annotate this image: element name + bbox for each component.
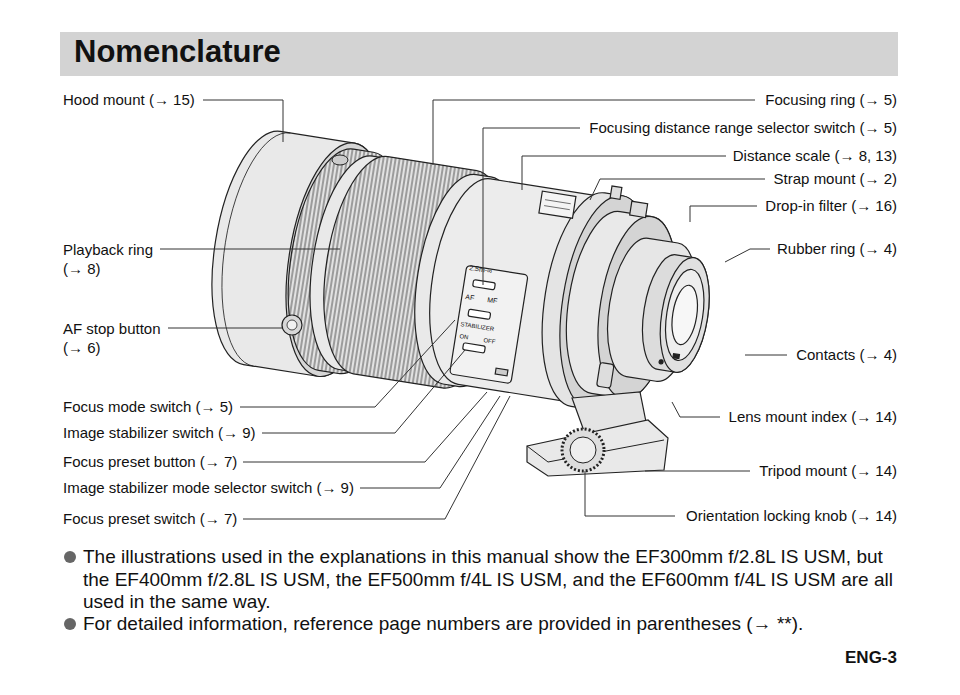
knob-center (570, 437, 596, 463)
leader-line (160, 249, 340, 250)
leader-line (243, 396, 510, 519)
page-number: ENG-3 (845, 648, 897, 668)
leader-line (168, 328, 282, 329)
part-label: Focusing distance range selector switch … (589, 119, 897, 137)
part-label: Drop-in filter (→ 16) (765, 197, 897, 215)
leader-line (745, 355, 787, 356)
leader-line (243, 392, 487, 462)
side-lock (597, 362, 615, 388)
part-label: Orientation locking knob (→ 14) (686, 507, 897, 525)
title-text: Nomenclature (74, 32, 281, 72)
leader-line (590, 179, 765, 200)
leader-line (725, 249, 770, 262)
leader-line (483, 128, 580, 285)
drop-in-filter (630, 201, 648, 217)
lens-mount (653, 254, 717, 376)
part-label: AF stop button (→ 6) (63, 319, 175, 357)
part-label: Hood mount (→ 15) (63, 91, 195, 109)
leader-line (262, 350, 465, 433)
mount-index (659, 360, 664, 365)
foot-edge (527, 446, 548, 462)
note-text: For detailed information, reference page… (83, 613, 898, 636)
part-label: Image stabilizer mode selector switch (→… (63, 479, 354, 497)
leader-line (360, 396, 500, 488)
leader-lines (160, 100, 787, 519)
hood-edge (207, 126, 290, 366)
part-label: Focus mode switch (→ 5) (63, 398, 233, 416)
title-band (60, 32, 898, 76)
leader-line (645, 471, 750, 472)
leader-line (585, 471, 675, 516)
lens-marking: AF (465, 293, 475, 302)
range-switch (473, 280, 496, 290)
af-stop-button (282, 315, 302, 335)
part-label: Focusing ring (→ 5) (765, 91, 897, 109)
part-label: Image stabilizer switch (→ 9) (63, 424, 256, 442)
part-label: Tripod mount (→ 14) (759, 462, 897, 480)
switch-panel (450, 265, 528, 383)
bullet (64, 551, 76, 563)
contacts (673, 354, 680, 359)
lens-marking: MF (487, 296, 498, 305)
part-label: Playback ring (→ 8) (63, 240, 163, 278)
rear-glass (668, 283, 701, 346)
focus-mode-switch (468, 309, 491, 319)
lens-marking: ON (459, 333, 469, 341)
part-label: Distance scale (→ 8, 13) (733, 147, 897, 165)
rubber-ring (635, 251, 716, 376)
mount-inner (660, 267, 710, 363)
part-label: Contacts (→ 4) (796, 346, 897, 364)
strap-mount (610, 186, 622, 199)
leader-line (672, 402, 720, 417)
leader-line (690, 206, 757, 222)
preset-switch (495, 368, 508, 376)
part-label: Lens mount index (→ 14) (729, 408, 897, 426)
af-stop-button-center (287, 320, 297, 330)
part-label: Rubber ring (→ 4) (777, 240, 897, 258)
tripod-mount (527, 420, 668, 476)
stabilizer-switch (463, 343, 486, 353)
hood-mount-knob (332, 155, 348, 165)
note-text: The illustrations used in the explanatio… (83, 546, 898, 614)
leader-line (522, 156, 726, 190)
lens-body (197, 124, 726, 435)
distance-scale (539, 191, 576, 218)
leader-line (203, 100, 283, 142)
leader-line (240, 320, 455, 407)
scale-mark (544, 206, 570, 210)
part-label: Strap mount (→ 2) (774, 170, 897, 188)
orientation-knob (562, 429, 604, 471)
bullet (64, 618, 76, 630)
part-label: Focus preset switch (→ 7) (63, 510, 237, 528)
scale-mark (545, 200, 571, 204)
part-label: Focus preset button (→ 7) (63, 453, 237, 471)
